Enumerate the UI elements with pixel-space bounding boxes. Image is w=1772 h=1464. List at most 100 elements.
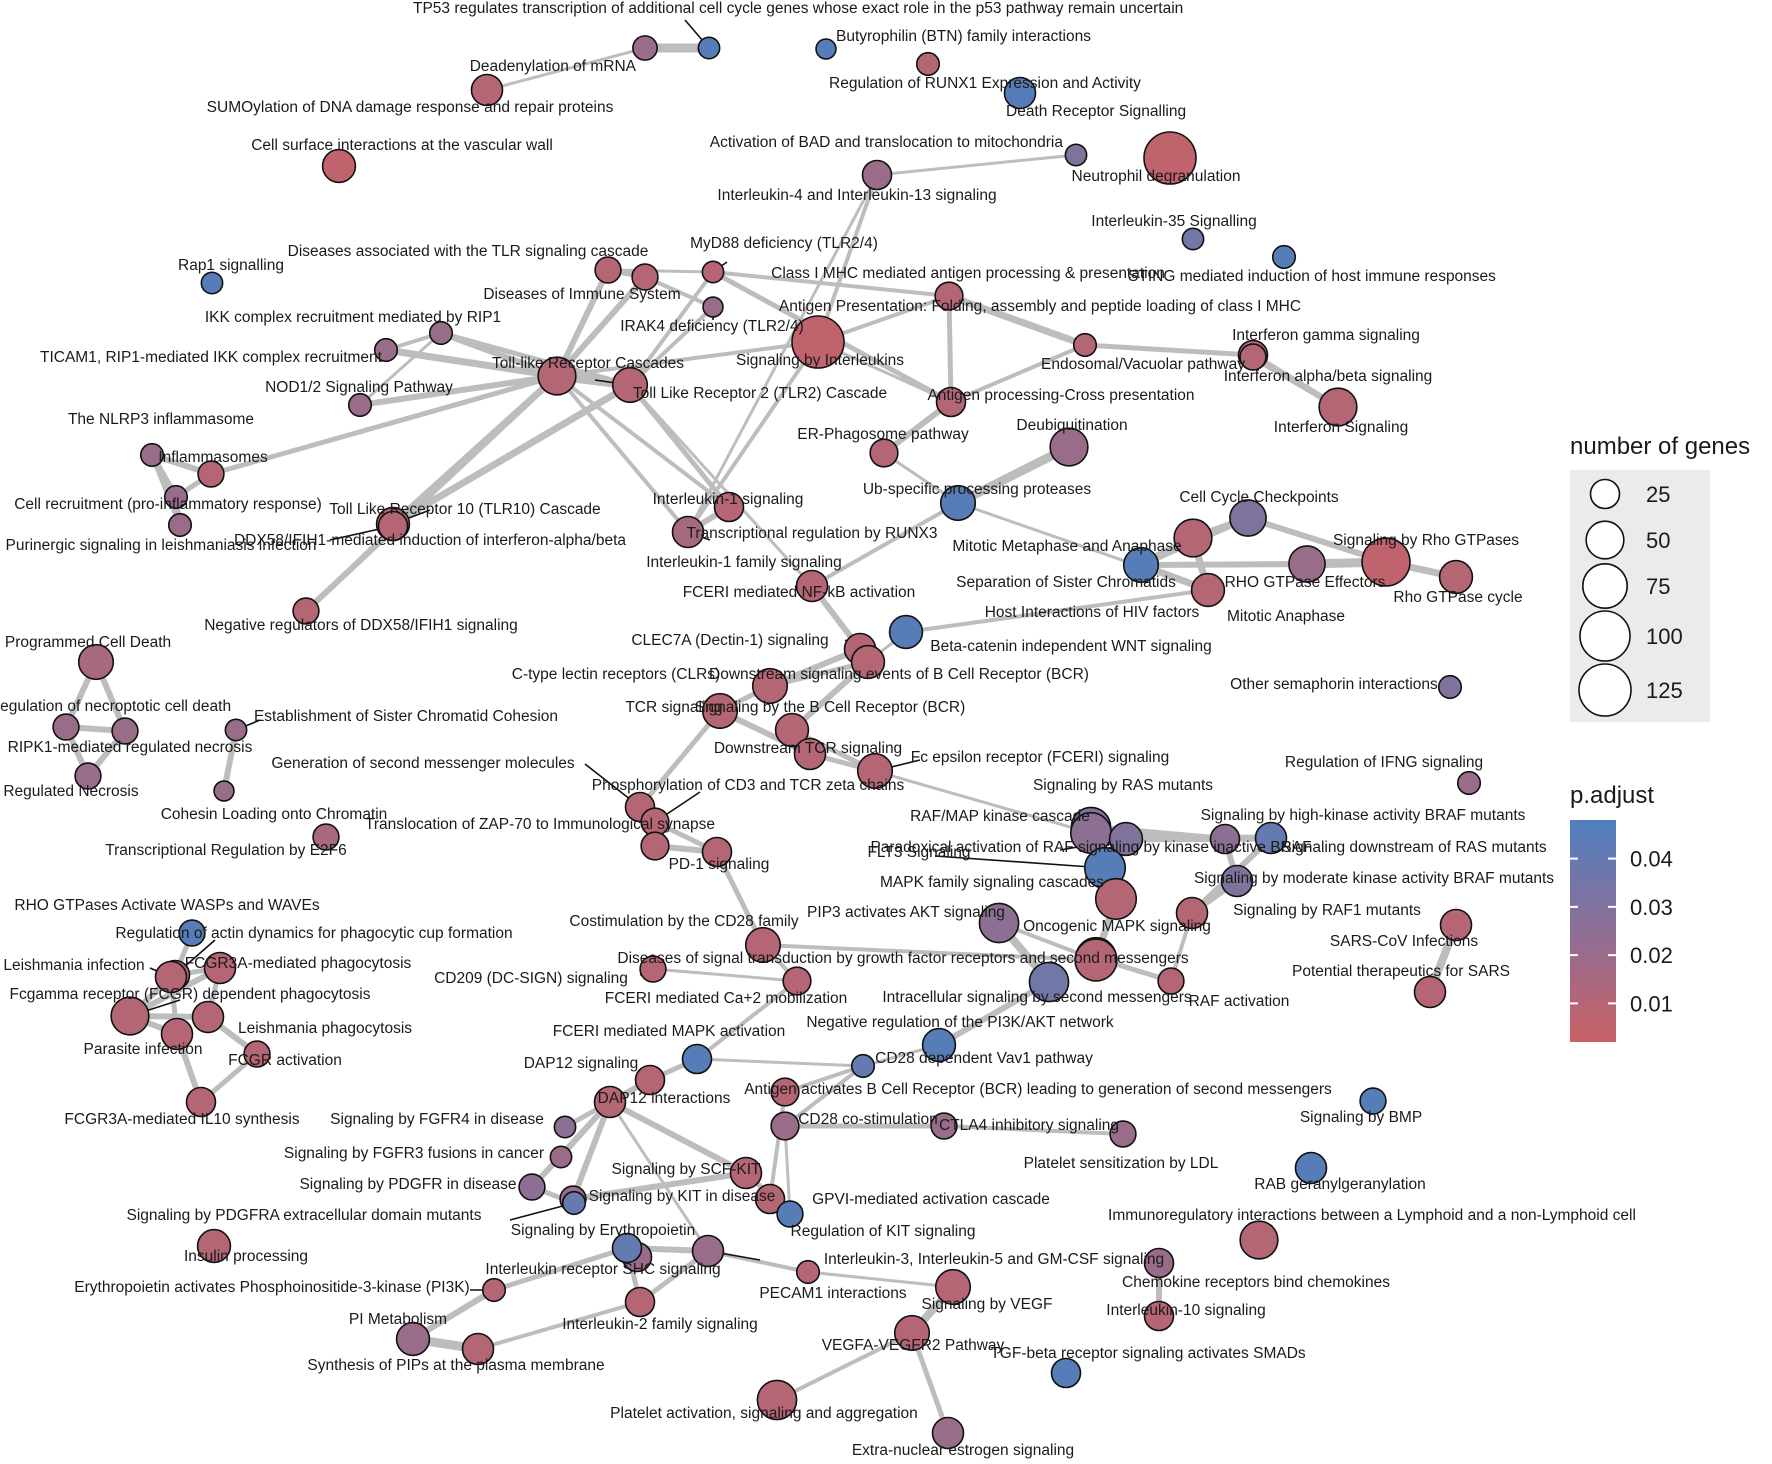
edge-dap12int-pdgfr xyxy=(529,1099,613,1190)
node-clr xyxy=(751,667,789,705)
node-label-runx1: Regulation of RUNX1 Expression and Activ… xyxy=(829,75,1141,92)
edge-cd28co-cd28vav xyxy=(783,1064,865,1128)
node-irak4 xyxy=(702,296,724,318)
node-fcgr3a xyxy=(203,951,237,985)
node-ccc xyxy=(1229,499,1267,537)
color-legend-label-0.02: 0.02 xyxy=(1630,943,1673,968)
node-rafact xyxy=(1157,967,1185,995)
node-il4 xyxy=(861,159,893,191)
edge-tlrc-runx3 xyxy=(555,374,690,534)
node-fgfr4 xyxy=(553,1115,577,1139)
node-label-fcgr3a: FCGR3A-mediated phagocytosis xyxy=(185,955,412,972)
node-dap12 xyxy=(634,1064,666,1096)
node-label-rafact: RAF activation xyxy=(1189,993,1290,1010)
edge-bad-il4 xyxy=(875,153,1078,177)
node-runx1 xyxy=(915,51,941,77)
edge-dap12int-il35gm xyxy=(608,1100,710,1253)
node-label-intra2nd: Intracellular signaling by second messen… xyxy=(882,989,1192,1006)
node-bmp xyxy=(1359,1087,1387,1115)
edge-il2fam-pips xyxy=(476,1300,642,1351)
color-legend-label-0.04: 0.04 xyxy=(1630,847,1673,872)
node-rhogtp xyxy=(1361,537,1411,587)
node-ilshc xyxy=(611,1232,643,1264)
node-label-puri: Purinergic signaling in leishmaniasis in… xyxy=(5,537,316,554)
node-neut xyxy=(1143,131,1197,185)
node-label-deub: Deubiquitination xyxy=(1016,417,1127,434)
node-tlrc xyxy=(537,356,577,396)
edge-cd28fam-disgf xyxy=(761,943,1098,962)
node-label-leish: Leishmania infection xyxy=(3,957,144,974)
node-gpvi xyxy=(754,1183,786,1215)
edge-irak4-tlr2 xyxy=(628,305,715,387)
edge-endo-cross xyxy=(949,343,1087,404)
node-label-rhowasp: RHO GTPases Activate WASPs and WAVEs xyxy=(14,897,319,914)
color-legend: p.adjust 0.040.030.020.01 xyxy=(1570,782,1673,1042)
node-label-irak4: IRAK4 deficiency (TLR2/4) xyxy=(620,318,804,335)
node-il2fam xyxy=(624,1286,656,1318)
node-label-fcgract: FCGR activation xyxy=(228,1052,342,1069)
edge-sigil-tlrc xyxy=(555,340,820,378)
node-sting xyxy=(1271,244,1297,270)
color-legend-bar xyxy=(1570,820,1616,1042)
node-fcgract xyxy=(243,1040,271,1068)
node-label-neut: Neutrophil degranulation xyxy=(1072,168,1241,185)
edge-tlrc-il1 xyxy=(555,374,731,509)
node-regifng xyxy=(1456,770,1482,796)
node-label-ifnab: Interferon alpha/beta signaling xyxy=(1224,368,1433,385)
node-fcerimapk xyxy=(681,1043,713,1075)
node-vegf xyxy=(934,1268,972,1306)
node-pcd xyxy=(77,643,115,681)
color-legend-label-0.01: 0.01 xyxy=(1630,991,1673,1016)
node-il1 xyxy=(713,491,745,523)
node-tlr2 xyxy=(611,366,649,404)
node-label-mitana: Mitotic Anaphase xyxy=(1227,608,1345,625)
node-label-hiv: Host Interactions of HIV factors xyxy=(985,604,1200,621)
node-mitmet xyxy=(1173,518,1213,558)
edge-inflam-tlrc xyxy=(208,373,560,477)
edge-bcrantigen-gpvi xyxy=(768,1090,787,1201)
node-label-gpvi: GPVI-mediated activation cascade xyxy=(812,1191,1050,1208)
label-layer: TP53 regulates transcription of addition… xyxy=(0,0,1636,1459)
node-label-flt3: FLT3 Signaling xyxy=(867,844,970,861)
node-label-sumo: SUMOylation of DNA damage response and r… xyxy=(207,99,614,116)
node-label-dap12int: DAP12 interactions xyxy=(598,1090,731,1107)
node-label-downras: Signaling downstream of RAS mutants xyxy=(1281,839,1547,856)
node-label-bad: Activation of BAD and translocation to m… xyxy=(710,134,1064,151)
node-label-rap1: Rap1 signalling xyxy=(178,257,284,274)
node-label-leishph: Leishmania phagocytosis xyxy=(238,1020,412,1037)
node-label-immreg: Immunoregulatory interactions between a … xyxy=(1108,1207,1636,1224)
node-label-il35gm: Interleukin-3, Interleukin-5 and GM-CSF … xyxy=(824,1251,1164,1268)
node-label-regkit: Regulation of KIT signaling xyxy=(791,1223,976,1240)
node-sumo xyxy=(470,73,504,107)
node-label-downtcr: Downstream TCR signaling xyxy=(714,740,902,757)
node-label-tcr: TCR signaling xyxy=(625,699,722,716)
node-label-ctla4: CTLA4 inhibitory signaling xyxy=(939,1117,1119,1134)
node-sepchr xyxy=(1122,546,1160,584)
node-label-cd28vav: CD28 dependent Vav1 pathway xyxy=(875,1050,1093,1067)
node-il1fam xyxy=(671,515,705,549)
node-label-inflam: Inflammasomes xyxy=(158,449,268,466)
node-rhocyc xyxy=(1438,559,1474,595)
node-brafmod xyxy=(1220,864,1254,898)
node-paradox xyxy=(1108,821,1144,857)
node-label-tgfb: TGF-beta receptor signaling activates SM… xyxy=(990,1345,1306,1362)
node-tp53 xyxy=(697,36,721,60)
node-label-regnecro: Regulated Necrosis xyxy=(3,783,139,800)
node-vasc xyxy=(321,148,357,184)
node-fcerinf xyxy=(795,569,829,603)
edge-mhc1-agpres xyxy=(711,270,951,298)
node-il35gm xyxy=(691,1234,725,1268)
node-label-othsema: Other semaphorin interactions xyxy=(1230,676,1438,693)
size-legend-circle-25 xyxy=(1589,478,1621,510)
node-label-agpres: Antigen Presentation: Folding, assembly … xyxy=(779,298,1301,315)
edge-sigil-runx3 xyxy=(686,340,820,534)
node-ticam1 xyxy=(373,337,399,363)
node-label-sigil: Signaling by Interleukins xyxy=(736,352,904,369)
node-pdgfr xyxy=(518,1173,546,1201)
color-legend-label-0.03: 0.03 xyxy=(1630,895,1673,920)
node-intra2nd xyxy=(1028,961,1070,1003)
edge-fcerica-fcerimapk xyxy=(695,979,799,1061)
node-label-vegf: Signaling by VEGF xyxy=(922,1296,1053,1313)
node-label-disimm: Diseases of Immune System xyxy=(483,286,680,303)
node-label-cd3: Phosphorylation of CD3 and TCR zeta chai… xyxy=(592,777,905,794)
